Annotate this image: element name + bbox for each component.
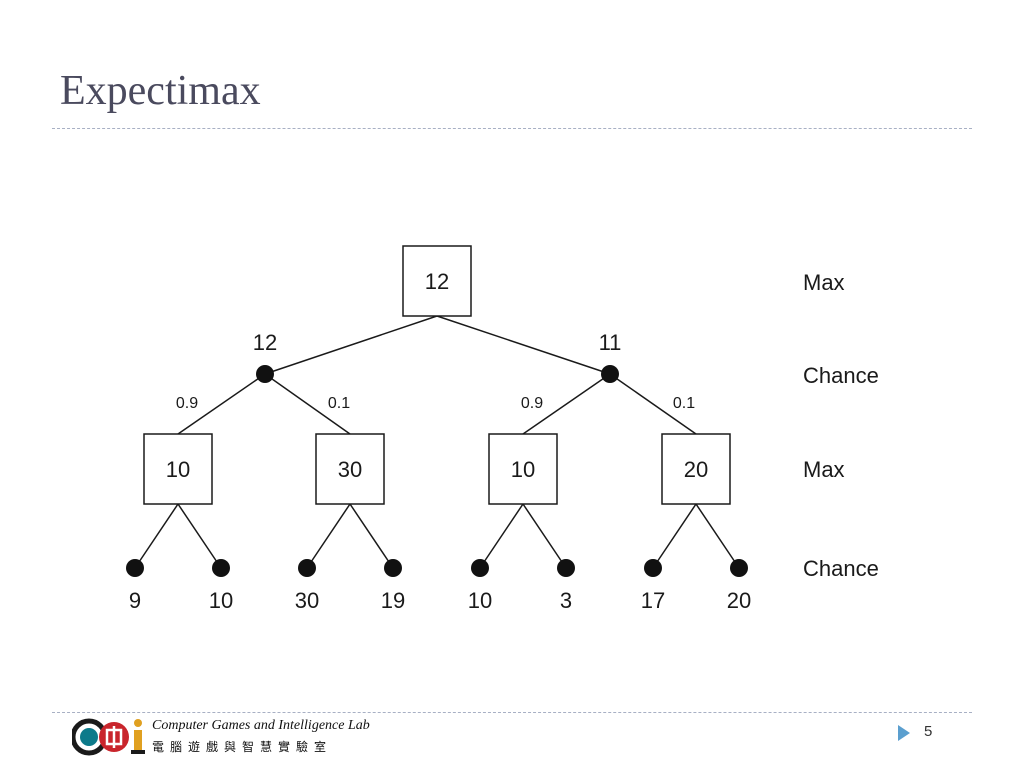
leaf-value-0-1-0: 30: [295, 588, 319, 613]
leaf-value-1-1-1: 20: [727, 588, 751, 613]
max-node-1-0: [488, 433, 558, 505]
page-number: 5: [924, 723, 933, 740]
level-label-0: Max: [803, 270, 845, 295]
level-label-1: Chance: [803, 363, 879, 388]
edge-probability-0-0: 0.9: [176, 395, 198, 412]
leaf-value-1-0-1: 3: [560, 588, 572, 613]
edge-max-leaf-1-1-0: [652, 503, 697, 569]
leaf-chance-node-0-0-1: [212, 559, 230, 577]
footer-divider: [52, 712, 972, 713]
chance-node-value-0: 12: [253, 330, 277, 355]
chance-node-1: [601, 365, 619, 383]
root-max-node: [402, 245, 472, 317]
max-node-0-0-value: 10: [166, 457, 190, 482]
edge-max-leaf-1-1-1: [695, 503, 740, 569]
cgi-lab-logo: [72, 718, 145, 756]
edge-probability-1-1: 0.1: [673, 395, 695, 412]
chance-node-value-1: 11: [599, 330, 622, 355]
leaf-value-0-0-1: 10: [209, 588, 233, 613]
expectimax-tree-diagram: 12 12 0.9 10 9 10 0.1 30 30 19 11 0.9 10 10 3 0.1 20 17 20…: [126, 245, 879, 613]
root-max-node-value: 12: [425, 269, 449, 294]
leaf-chance-node-1-1-1: [730, 559, 748, 577]
leaf-chance-node-0-1-0: [298, 559, 316, 577]
max-node-1-1-value: 20: [684, 457, 708, 482]
edge-probability-1-0: 0.9: [521, 395, 543, 412]
max-node-1-1: [661, 433, 731, 505]
edge-chance-max-1-0: [522, 373, 611, 435]
max-node-0-1: [315, 433, 385, 505]
leaf-value-1-0-0: 10: [468, 588, 492, 613]
edge-root-chance-0: [264, 315, 438, 375]
edge-max-leaf-0-0-1: [177, 503, 222, 569]
edge-chance-max-0-0: [177, 373, 266, 435]
edge-chance-max-1-1: [609, 373, 697, 435]
title-divider: [52, 128, 972, 129]
leaf-chance-node-1-0-1: [557, 559, 575, 577]
leaf-chance-node-1-0-0: [471, 559, 489, 577]
max-node-0-1-value: 30: [338, 457, 362, 482]
edge-root-chance-1: [436, 315, 611, 375]
max-node-1-0-value: 10: [511, 457, 535, 482]
slide-title: Expectimax: [60, 68, 261, 114]
max-node-0-0: [143, 433, 213, 505]
edge-max-leaf-1-0-1: [522, 503, 567, 569]
next-slide-arrow-icon[interactable]: [897, 724, 911, 742]
edge-max-leaf-0-1-1: [349, 503, 394, 569]
lab-name-chinese: 電腦遊戲與智慧實驗室: [152, 740, 333, 754]
leaf-value-1-1-0: 17: [641, 588, 665, 613]
level-label-2: Max: [803, 457, 845, 482]
edge-max-leaf-1-0-0: [479, 503, 524, 569]
edge-max-leaf-0-1-0: [306, 503, 351, 569]
level-label-3: Chance: [803, 556, 879, 581]
leaf-chance-node-1-1-0: [644, 559, 662, 577]
chance-node-0: [256, 365, 274, 383]
lab-name: Computer Games and Intelligence Lab: [152, 718, 370, 733]
leaf-value-0-1-1: 19: [381, 588, 405, 613]
edge-probability-0-1: 0.1: [328, 395, 350, 412]
leaf-chance-node-0-1-1: [384, 559, 402, 577]
edge-max-leaf-0-0-0: [134, 503, 179, 569]
edge-chance-max-0-1: [264, 373, 351, 435]
leaf-value-0-0-0: 9: [129, 588, 141, 613]
leaf-chance-node-0-0-0: [126, 559, 144, 577]
